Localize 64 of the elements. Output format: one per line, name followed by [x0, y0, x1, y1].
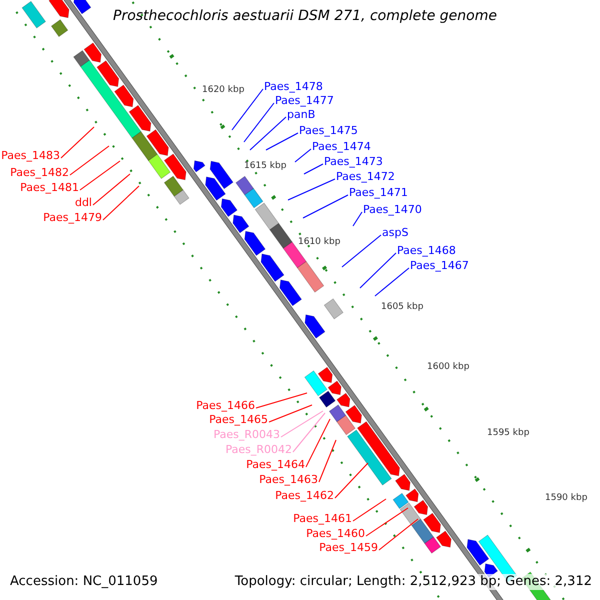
gene-label: Paes_1482: [10, 166, 69, 179]
gene-label: Paes_1472: [336, 170, 395, 183]
gene-label: Paes_1463: [259, 473, 318, 486]
gene-label: Paes_1477: [275, 94, 334, 107]
gene-label: Paes_1468: [397, 244, 456, 257]
leader-line: [366, 508, 408, 536]
leader-line: [352, 498, 386, 522]
gene-label: Paes_R0043: [213, 428, 280, 441]
gene-label: panB: [287, 108, 316, 121]
leader-line: [92, 174, 130, 206]
gene-label: Paes_1461: [293, 512, 352, 525]
gene-label: Paes_1470: [363, 203, 422, 216]
gene-label: Paes_R0042: [225, 443, 292, 456]
leader-line: [342, 234, 382, 268]
leader-line: [318, 440, 336, 482]
leader-line: [334, 462, 368, 498]
gene-label: Paes_1459: [319, 541, 378, 554]
gene-label: Paes_1475: [299, 124, 358, 137]
leader-line: [374, 268, 410, 296]
gene-label: Paes_1474: [312, 140, 371, 153]
leader-line: [266, 132, 298, 150]
leader-line: [302, 194, 348, 218]
leader-line: [378, 518, 418, 550]
gene-label: Paes_1465: [209, 413, 268, 426]
leader-line: [306, 418, 330, 468]
leader-line: [80, 160, 120, 190]
gene-label: aspS: [382, 226, 408, 239]
leader-line: [304, 164, 324, 174]
gene-label: Paes_1460: [306, 527, 365, 540]
leader-line: [244, 102, 274, 142]
leader-line: [360, 252, 396, 288]
gene-label: Paes_1478: [264, 80, 323, 93]
gene-label: ddl: [74, 196, 92, 209]
scale-label: 1620 kbp: [202, 84, 244, 97]
scale-label: 1615 kbp: [244, 160, 286, 173]
scale-label: 1605 kbp: [381, 301, 424, 314]
gene-label: Paes_1471: [349, 186, 408, 199]
scale-label: 1610 kbp: [298, 236, 340, 249]
leader-line: [256, 392, 308, 408]
gene-label: Paes_1473: [324, 155, 383, 168]
gene-label: Paes_1464: [246, 458, 305, 471]
leader-line: [280, 410, 324, 438]
leader-line: [60, 126, 94, 158]
gene-label: Paes_1481: [20, 181, 79, 194]
genome-title: Prosthecochloris aestuarii DSM 271, complete genome: [113, 10, 497, 23]
gene-label: Paes_1466: [196, 399, 255, 412]
scale-label: 1600 kbp: [427, 361, 470, 374]
genome-info-text: Topology: circular; Length: 2,512,923 bp; Genes: 2,312: [234, 574, 592, 590]
gene-label: Paes_1467: [410, 259, 469, 272]
leader-line: [268, 404, 312, 422]
leader-line: [102, 186, 140, 220]
leader-line: [250, 116, 286, 150]
scale-label: 1590 kbp: [545, 492, 588, 505]
gene-label: Paes_1479: [43, 211, 102, 224]
leader-line: [232, 88, 264, 130]
leader-line: [70, 146, 110, 176]
gene-label: Paes_1483: [1, 149, 60, 162]
gene-label: Paes_1462: [275, 489, 334, 502]
leader-line: [288, 178, 336, 200]
leader-line: [292, 412, 326, 452]
scale-label: 1595 kbp: [487, 427, 530, 440]
leader-line: [294, 148, 312, 162]
accession-text: Accession: NC_011059: [10, 574, 158, 590]
leader-line: [352, 212, 362, 226]
